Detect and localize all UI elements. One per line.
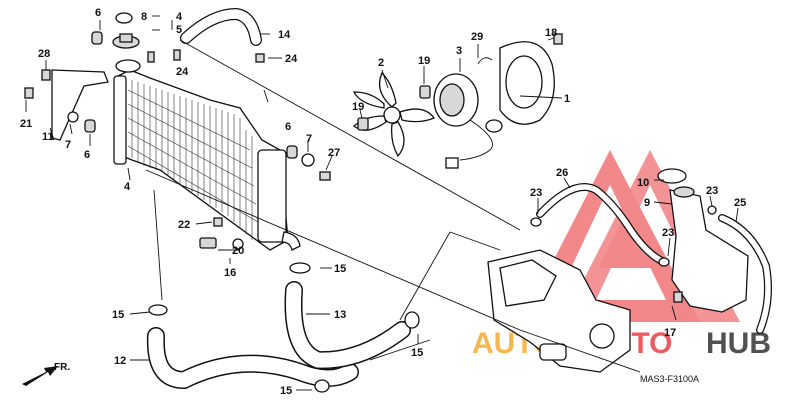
- callout-24: 24: [176, 66, 189, 78]
- callout-5: 5: [176, 24, 182, 36]
- radiator-fins: [127, 80, 259, 240]
- siphon-hose: [537, 184, 667, 265]
- callout-4: 4: [124, 181, 131, 193]
- fasteners: [24, 31, 331, 250]
- callout-16: 16: [224, 267, 236, 279]
- callout-13: 13: [334, 309, 346, 321]
- callout-3: 3: [456, 45, 462, 57]
- radiator-cap: [112, 12, 140, 49]
- reserve-tank: [657, 168, 749, 313]
- callout-4: 4: [176, 11, 183, 23]
- radiator-bracket: [51, 69, 109, 141]
- callout-7: 7: [65, 139, 71, 151]
- fan-nut: [419, 85, 431, 99]
- callout-29: 29: [471, 31, 483, 43]
- radiator: [113, 59, 301, 251]
- callout-2: 2: [378, 57, 384, 69]
- callout-7: 7: [306, 133, 312, 145]
- callout-11: 11: [42, 131, 54, 143]
- callout-23: 23: [662, 227, 674, 239]
- callout-21: 21: [20, 118, 32, 130]
- callout-19: 19: [418, 55, 430, 67]
- callout-26: 26: [556, 167, 568, 179]
- callout-12: 12: [114, 355, 126, 367]
- callout-1: 1: [564, 93, 570, 105]
- callout-25: 25: [734, 197, 746, 209]
- callout-8: 8: [141, 11, 147, 23]
- callout-6: 6: [95, 7, 101, 19]
- callout-23: 23: [706, 185, 718, 197]
- reference-lines: [145, 39, 641, 373]
- callout-15: 15: [280, 385, 292, 397]
- callout-22: 22: [178, 219, 190, 231]
- callout-23: 23: [530, 187, 542, 199]
- callout-6: 6: [285, 121, 291, 133]
- front-direction-arrow: FR.: [22, 362, 70, 386]
- callout-27: 27: [328, 147, 340, 159]
- fan-washer: [357, 117, 369, 131]
- callout-15: 15: [411, 347, 423, 359]
- callout-17: 17: [664, 327, 676, 339]
- overflow-hose: [719, 215, 771, 333]
- callout-leaders: [25, 15, 739, 391]
- fan-shroud: [477, 41, 555, 125]
- callout-6: 6: [84, 149, 90, 161]
- radiator-hose: [286, 282, 410, 368]
- lower-hose: [148, 328, 358, 388]
- callout-10: 10: [637, 177, 649, 189]
- callout-24: 24: [285, 53, 298, 65]
- callout-18: 18: [545, 27, 557, 39]
- thermostat-housing: [487, 249, 631, 373]
- callout-28: 28: [38, 48, 50, 60]
- callout-20: 20: [232, 245, 244, 257]
- fan-motor: [433, 73, 503, 169]
- diagram-code: MAS3-F3100A: [640, 374, 699, 384]
- callout-19: 19: [352, 101, 364, 113]
- callout-15: 15: [334, 263, 346, 275]
- callout-9: 9: [644, 197, 650, 209]
- callout-labels: 6 8 4 5 14 28 24 24 21 11 7 6 4 2 3 29 1…: [20, 7, 746, 397]
- callout-15: 15: [112, 309, 124, 321]
- callout-14: 14: [278, 29, 291, 41]
- front-direction-label: FR.: [54, 362, 70, 373]
